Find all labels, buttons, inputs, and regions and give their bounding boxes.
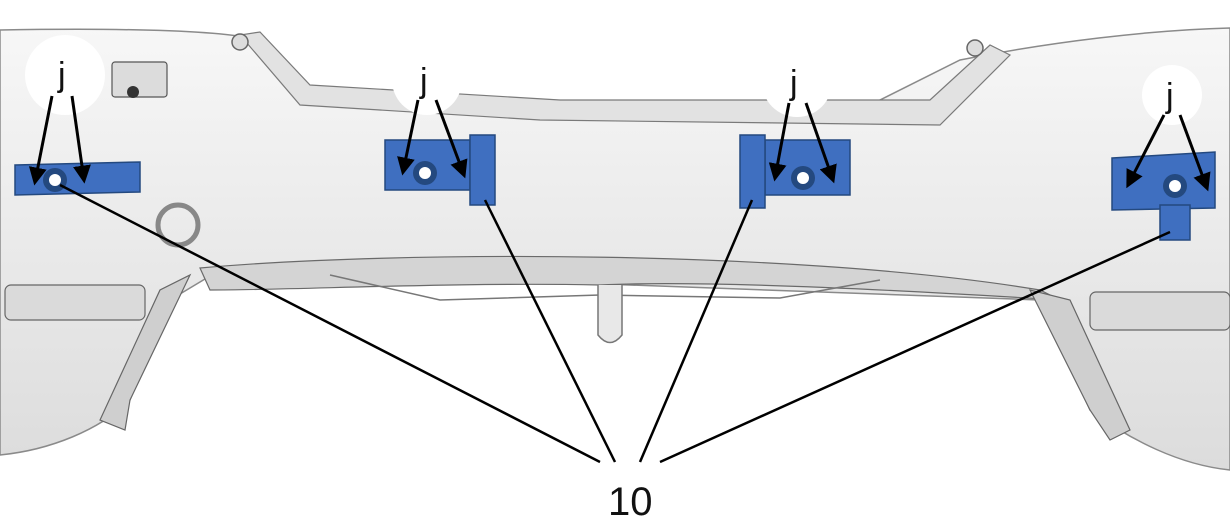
clip-callout-label: j [419, 62, 428, 100]
clip-callout-label: j [1165, 77, 1174, 115]
clip-callout-4: j [1126, 65, 1211, 192]
part-number-label: 10 [608, 480, 653, 524]
sensor-bracket-1 [14, 161, 141, 196]
clip-callout-label: j [57, 56, 66, 94]
part-leader-lines [59, 183, 1171, 464]
clip-callout-3: j [762, 47, 837, 184]
clip-callout-label: j [789, 64, 798, 102]
clip-callout-2: j [392, 45, 468, 179]
clip-callout-1: j [25, 35, 105, 186]
